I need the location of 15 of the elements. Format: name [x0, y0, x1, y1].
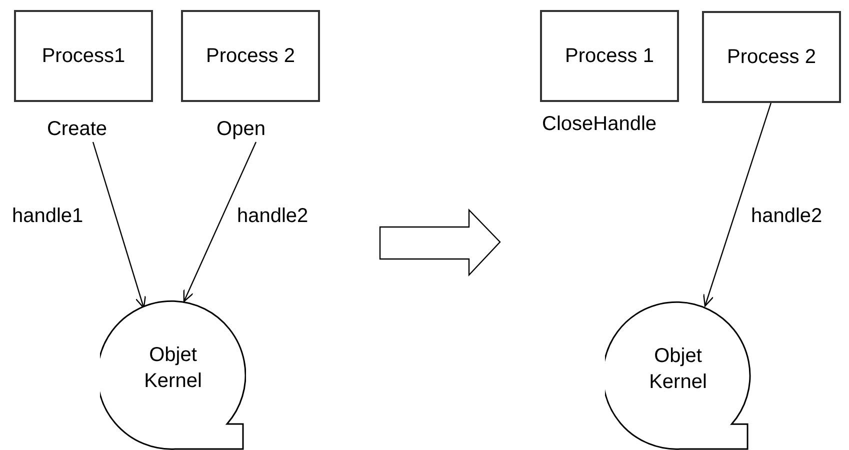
- process-name: Process 2: [727, 45, 816, 69]
- object-name: Objet Kernel: [648, 344, 708, 395]
- arrow: [703, 102, 772, 307]
- process-box: [14, 10, 153, 102]
- process-name: Process 1: [565, 44, 654, 68]
- operation-label: Open: [216, 117, 266, 141]
- process-box: [181, 10, 320, 102]
- operation-label: CloseHandle: [542, 112, 657, 136]
- process-name: Process 2: [206, 44, 295, 68]
- operation-label: Create: [46, 117, 108, 141]
- process-box: [702, 11, 841, 103]
- process-name: Process1: [42, 44, 126, 68]
- arrow: [183, 142, 257, 302]
- object-name: Objet Kernel: [143, 343, 203, 394]
- arrow: [92, 142, 146, 309]
